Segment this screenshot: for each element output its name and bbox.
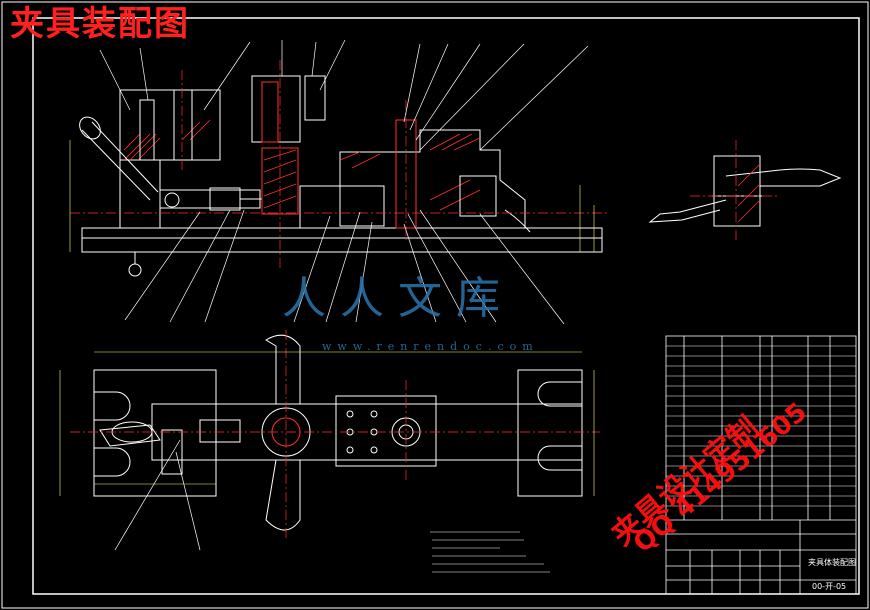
top-view [59, 330, 600, 551]
title-block [665, 335, 857, 595]
handle-detail-view [648, 140, 842, 240]
watermark-site: www.renrendoc.com [322, 340, 539, 353]
front-section-view [69, 39, 610, 325]
technical-notes [430, 531, 550, 573]
frame-border [32, 17, 860, 595]
title-block-drawing-number: 00-开-05 [812, 582, 847, 591]
title-block-drawing-name: 夹具体装配图 [808, 558, 856, 567]
watermark-logo: 人人文库 [282, 273, 514, 324]
drawing-title-overlay: 夹具装配图 [10, 4, 190, 44]
